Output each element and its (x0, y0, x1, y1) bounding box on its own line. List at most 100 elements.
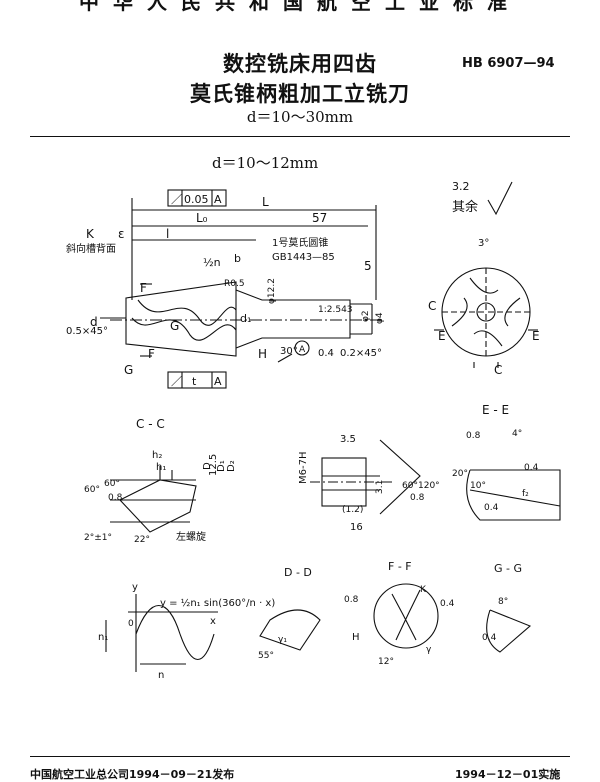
standard-number: HB 6907—94 (462, 56, 555, 71)
bottom-rule (30, 756, 570, 757)
section-ee-title: E - E (482, 403, 509, 417)
tol-symbol-bottom: ／ (171, 375, 182, 388)
section-mark-H: H (258, 347, 267, 361)
roughness-0-4-ee: 0.4 (524, 463, 539, 473)
dim-f2: f₂ (522, 489, 529, 499)
section-ff-outline (373, 583, 439, 649)
doc-title-line2: 莫氏锥柄粗加工立铣刀 (190, 82, 410, 106)
top-rule (30, 136, 570, 137)
left-spiral-note: 左螺旋 (176, 530, 206, 543)
section-mark-F-bottom: F (148, 347, 155, 361)
section-ff-K: K (420, 585, 427, 595)
taper-ratio: 1:2.543 (318, 305, 353, 315)
angle-8: 8° (498, 597, 508, 607)
sine-formula: y = ½n₁ sin(360°/n · x) (160, 597, 275, 609)
section-mark-E-left: E (438, 329, 446, 343)
section-mark-E-right: E (532, 329, 540, 343)
tol-value-top: 0.05 (184, 193, 209, 206)
angle-22: 22° (134, 535, 150, 545)
doc-title-line1: 数控铣床用四齿 (223, 52, 377, 76)
section-dd-title: D - D (284, 566, 312, 579)
curve-n1: n₁ (98, 632, 108, 643)
dim-epsilon: ε (118, 227, 125, 241)
effective-date: 1994－12－01实施 (455, 768, 561, 781)
dim-57: 57 (312, 211, 327, 225)
dim-K: K (86, 227, 95, 241)
roughness-0-4-ee2: 0.4 (484, 503, 499, 513)
thread-m6: M6-7H (298, 452, 309, 484)
dim-phi4: φ4 (375, 312, 385, 324)
morse-note-2: GB1443—85 (272, 252, 335, 263)
angle-10: 10° (470, 481, 486, 491)
tol-value-bottom: t (192, 375, 197, 388)
section-mark-C-top: C (428, 299, 436, 313)
section-gg-title: G - G (494, 562, 522, 575)
standard-org-header: 中华人民共和国航空工业标准 (79, 0, 521, 14)
tol-datum-bottom: A (214, 375, 222, 388)
section-dd-profile (259, 609, 321, 651)
cutter-shank (235, 289, 351, 349)
section-ff-H: H (352, 632, 360, 643)
dim-12-5: 12.5 (208, 454, 219, 476)
dim-half-n: ½n (203, 256, 221, 269)
angle-55: 55° (258, 651, 274, 661)
dim-D1: D₁ (216, 460, 227, 472)
dim-h1: h₁ (156, 462, 166, 473)
angle-30: 30° (280, 346, 298, 357)
dim-L: L (262, 195, 269, 209)
diameter-range: d＝10～30mm (246, 108, 354, 126)
section-mark-G-top: G (170, 319, 179, 333)
other-surface-note: 其余 (452, 200, 479, 215)
section-ee-profile (466, 469, 561, 521)
section-cc-profile (119, 479, 197, 533)
dim-phi12: φ12.2 (267, 278, 277, 304)
dim-l: l (166, 227, 169, 241)
dim-d1: d₁ (240, 312, 251, 325)
angle-gamma1: γ₁ (278, 635, 287, 645)
dim-h2: h₂ (152, 450, 162, 461)
roughness-value: 3.2 (452, 180, 470, 193)
k-note: 斜向槽背面 (66, 242, 116, 255)
angle-60-a: 60° (84, 485, 100, 495)
dim-L0: L₀ (196, 211, 208, 225)
roughness-symbol (487, 181, 513, 216)
curve-y-label: y (132, 582, 138, 593)
curve-n: n (158, 670, 164, 681)
angle-20: 20° (452, 469, 468, 479)
section-mark-G-bottom: G (124, 363, 133, 377)
angle-12: 12° (378, 657, 394, 667)
dim-d: d (90, 315, 98, 329)
dim-phi2: φ2 (361, 310, 371, 322)
angle-4: 4° (512, 429, 522, 439)
curve-x-label: x (210, 616, 216, 627)
curve-origin: 0 (128, 619, 134, 629)
roughness-0-8-m6: 0.8 (410, 493, 425, 503)
dim-3-1: 3.1 (375, 480, 385, 494)
angle-60-b: 60° (104, 479, 120, 489)
tol-datum-top: A (214, 193, 222, 206)
tolerance-frame-bottom (167, 371, 227, 389)
dim-D: D (202, 462, 213, 470)
issue-date: 中国航空工业总公司1994－09－21发布 (30, 768, 235, 781)
roughness-0-8-ff: 0.8 (344, 595, 359, 605)
roughness-0-8-cc: 0.8 (108, 493, 123, 503)
angle-120: 120° (418, 481, 440, 491)
tol-symbol-top: ／ (171, 193, 182, 206)
dim-3-5: 3.5 (340, 434, 356, 445)
roughness-0-4-ff: 0.4 (440, 599, 455, 609)
roughness-0-4: 0.4 (318, 348, 334, 359)
roughness-0-4-gg: 0.4 (482, 633, 497, 643)
dim-1-2: (1.2) (342, 505, 363, 515)
sine-curve (135, 604, 215, 661)
section-mark-C-bottom: C (494, 363, 502, 377)
radius-note: R0.5 (224, 279, 245, 289)
cutter-flute-body (125, 281, 237, 357)
section-mark-F-top: F (140, 281, 147, 295)
tolerance-frame-top (167, 189, 227, 207)
dim-b: b (234, 252, 241, 265)
chamfer-0-5: 0.5×45° (66, 326, 108, 337)
angle-2: 2°±1° (84, 533, 112, 543)
dim-16: 16 (350, 522, 363, 533)
drawing-subtitle: d＝10～12mm (212, 154, 319, 172)
